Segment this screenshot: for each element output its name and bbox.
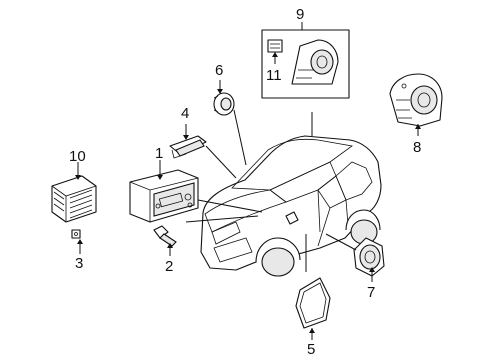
callout-10: 10	[69, 148, 86, 165]
callout-1: 1	[155, 145, 163, 162]
arrow-3	[77, 239, 83, 244]
arrow-1	[157, 175, 163, 180]
rear-speaker-assembly	[389, 73, 443, 127]
bolt-fastener	[153, 225, 177, 247]
arrow-2	[167, 243, 173, 248]
callout-11: 11	[266, 67, 282, 84]
arrow-11	[272, 52, 278, 57]
leader-line-6b	[233, 109, 247, 166]
callout-9: 9	[296, 6, 304, 23]
callout-8: 8	[413, 139, 421, 156]
callout-3: 3	[75, 255, 83, 272]
antenna-module-bracket	[169, 135, 207, 159]
arrow-4	[183, 135, 189, 140]
callout-5: 5	[307, 341, 315, 358]
arrow-10	[75, 175, 81, 180]
callout-4: 4	[181, 105, 189, 122]
callout-6: 6	[215, 62, 223, 79]
arrow-8	[415, 124, 421, 129]
callout-7: 7	[367, 284, 375, 301]
leader-line-7b	[325, 233, 357, 251]
speaker-grille-ring	[295, 277, 331, 329]
leader-line-4b	[205, 145, 237, 179]
arrow-7	[369, 267, 375, 272]
arrow-6	[217, 89, 223, 94]
leader-line-1b	[197, 199, 263, 213]
vehicle-illustration	[200, 135, 382, 277]
mounting-clip	[71, 229, 81, 239]
amplifier-module	[51, 175, 97, 223]
speaker-bracket-assembly	[291, 39, 339, 85]
tweeter-speaker	[213, 92, 235, 116]
callout-2: 2	[165, 258, 173, 275]
radio-receiver-unit	[129, 169, 199, 223]
arrow-5	[309, 328, 315, 333]
leader-line-1c	[185, 215, 259, 223]
door-speaker	[353, 237, 385, 277]
speaker-connector	[267, 39, 283, 53]
